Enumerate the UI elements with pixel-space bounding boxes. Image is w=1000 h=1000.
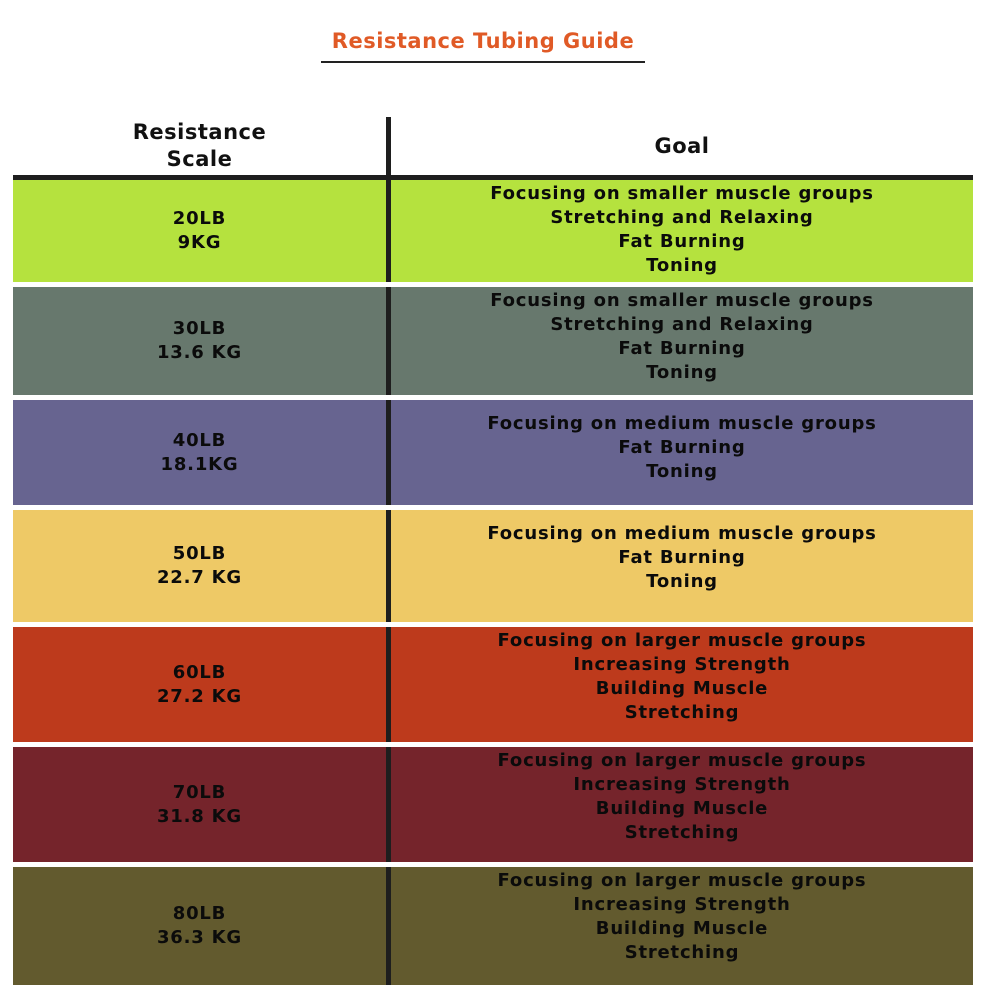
resistance-kg: 13.6 KG [156,342,242,363]
goal-item: Stretching [624,822,740,843]
table-header: Resistance Scale Goal [13,117,973,175]
goal-item: Focusing on larger muscle groups [497,630,867,651]
goal-item: Focusing on smaller muscle groups [490,290,874,311]
title-underline [321,61,645,63]
table-row: 30LB 13.6 KG Focusing on smaller muscle gr… [13,287,973,395]
resistance-kg: 31.8 KG [156,805,242,827]
goal-item: Stretching [624,942,740,963]
resistance-lb: 20LB [172,208,227,229]
goal-item: Fat Burning [618,437,746,458]
table-row: 20LB 9KG Focusing on smaller muscle groups… [13,180,973,282]
resistance-lb: 60LB [172,661,227,683]
goal-item: Building Muscle [595,918,769,939]
goal-item: Stretching and Relaxing [550,207,814,228]
resistance-scale-cell: 20LB 9KG [13,180,386,282]
resistance-kg: 18.1KG [160,453,239,475]
goal-item: Focusing on smaller muscle groups [490,183,874,204]
page-title: Resistance Tubing Guide [331,29,635,53]
resistance-kg: 22.7 KG [156,567,242,588]
goal-item: Focusing on medium muscle groups [487,413,877,434]
resistance-lb: 80LB [172,903,227,924]
goal-item: Focusing on larger muscle groups [497,750,867,771]
goal-item: Focusing on medium muscle groups [487,523,877,544]
goal-item: Toning [646,461,718,482]
goal-item: Stretching [624,702,740,723]
goal-item: Toning [646,255,718,276]
goal-item: Fat Burning [618,547,746,568]
goal-item: Toning [646,571,718,592]
header-divider [386,117,391,175]
goal-item: Fat Burning [618,338,746,359]
table-row: 80LB 36.3 KG Focusing on larger muscle gro… [13,867,973,985]
resistance-scale-cell: 30LB 13.6 KG [13,287,386,395]
resistance-lb: 40LB [172,429,227,451]
goal-item: Toning [646,362,718,383]
resistance-scale-cell: 80LB 36.3 KG [13,867,386,985]
goal-item: Building Muscle [595,678,769,699]
resistance-table: Resistance Scale Goal 20LB 9KG Focusing on… [13,117,973,990]
header-resistance-scale: Resistance Scale [132,120,267,171]
header-rule [13,175,973,180]
goal-item: Focusing on larger muscle groups [497,870,867,891]
goal-item: Increasing Strength [573,654,791,675]
goal-item: Increasing Strength [573,774,791,795]
table-row: 50LB 22.7 KG Focusing on medium muscle gro… [13,510,973,622]
resistance-kg: 36.3 KG [156,927,242,948]
resistance-scale-cell: 50LB 22.7 KG [13,510,386,622]
header-goal: Goal [654,133,710,158]
resistance-lb: 50LB [172,543,227,564]
goal-item: Increasing Strength [573,894,791,915]
resistance-lb: 30LB [172,318,227,339]
goal-item: Building Muscle [595,798,769,819]
goal-item: Fat Burning [618,231,746,252]
resistance-lb: 70LB [172,781,227,803]
resistance-kg: 9KG [177,232,222,253]
resistance-kg: 27.2 KG [156,685,242,707]
goal-item: Stretching and Relaxing [550,314,814,335]
